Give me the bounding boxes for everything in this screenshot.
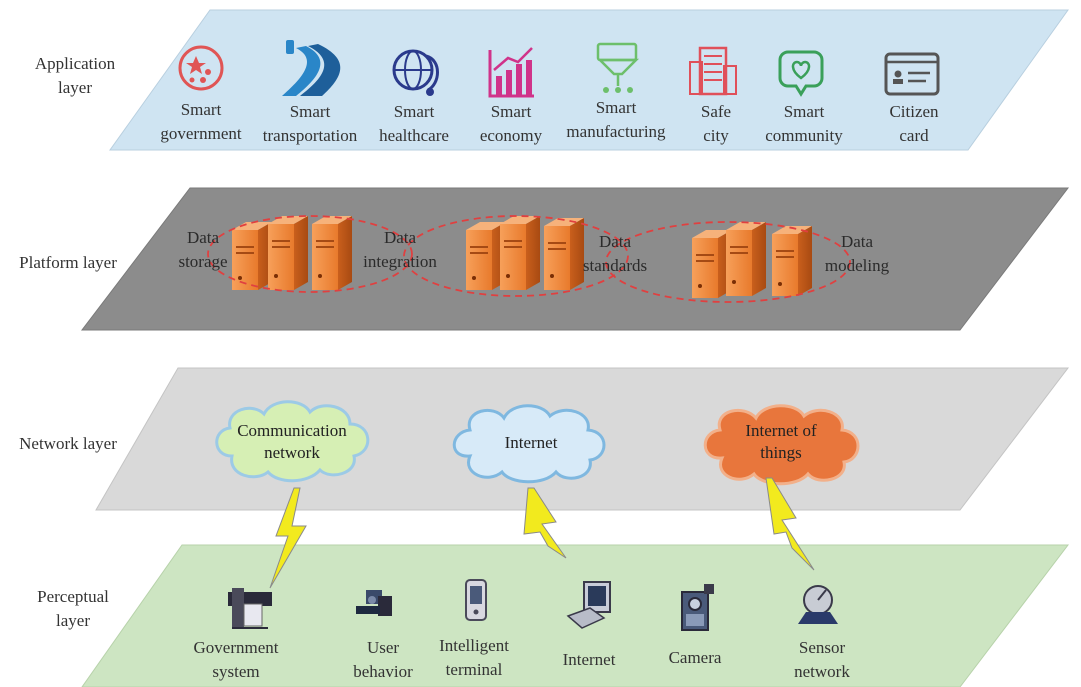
application-layer-label-line1: Application [34,54,116,73]
app-label-line2: community [765,126,843,145]
perceptual-layer-label-line2: layer [56,611,90,630]
communication-network-cloud [215,400,370,483]
city-building-icon [689,46,737,96]
healthcare-globe-icon [392,49,439,96]
cloud-label-line1: Communication [237,421,347,440]
app-label-line1: Smart [289,102,331,121]
lightning-connector-2 [523,487,567,559]
economy-chart-icon [488,47,534,98]
camera-icon [681,584,714,631]
app-smart-manufacturing: Smart manufacturing [554,96,678,144]
server-group-2 [466,216,584,290]
lightning-connector-3 [765,477,815,571]
perceptual-intelligent-terminal: Intelligent terminal [422,634,526,682]
perceptual-label-line2: system [212,662,260,681]
app-label-line2: transportation [262,126,358,145]
manufacturing-icon [596,42,640,93]
app-smart-healthcare: Smart healthcare [364,100,464,148]
perceptual-label-line1: Camera [668,648,722,667]
platform-data-integration: Data integration [352,226,448,274]
perceptual-label-line1: Sensor [798,638,846,657]
platform-label-line1: Data [840,232,874,251]
perceptual-user-behavior: User behavior [338,636,428,684]
server-group-1 [232,216,352,290]
user-workstation-icon [356,590,392,616]
community-heart-icon [778,50,824,97]
computer-icon [566,581,611,629]
platform-label-line1: Data [186,228,220,247]
platform-label-line2: standards [582,256,648,275]
perceptual-label-line1: Intelligent [439,636,509,655]
perceptual-camera: Camera [650,646,740,670]
perceptual-layer-label-line1: Perceptual [37,587,109,606]
app-citizen-card: Citizen card [872,100,956,148]
government-icon [178,45,224,91]
platform-dashed-ellipses [207,215,851,303]
platform-layer-label-text: Platform layer [19,253,117,272]
platform-data-storage: Data storage [168,226,238,274]
app-label-line1: Citizen [889,102,939,121]
network-layer-label-text: Network layer [19,434,117,453]
perceptual-label-line1: User [366,638,400,657]
platform-label-line2: storage [178,252,228,271]
server-group-3 [692,222,812,298]
network-communication-label: Communication network [212,420,372,464]
plotter-icon [228,588,272,629]
network-iot-label: Internet of things [716,420,846,464]
application-layer-label: Application layer [10,52,140,100]
app-label-line2: healthcare [379,126,449,145]
app-label-line2: government [160,124,242,143]
perceptual-label-line1: Internet [562,650,616,669]
app-label-line2: card [899,126,929,145]
satellite-dish-icon [798,585,838,624]
app-smart-community: Smart community [754,100,854,148]
perceptual-government-system: Government system [176,636,296,684]
perceptual-label-line2: terminal [445,660,503,679]
application-layer-label-line2: layer [58,78,92,97]
handheld-terminal-icon [465,579,487,621]
app-label-line1: Safe [700,102,732,121]
cloud-label-line1: Internet of [745,421,817,440]
platform-label-line1: Data [383,228,417,247]
app-label-line2: manufacturing [566,122,666,141]
app-smart-government: Smart government [146,98,256,146]
network-layer-label: Network layer [0,432,136,456]
app-safe-city: Safe city [686,100,746,148]
cloud-label-line2: things [760,443,802,462]
perceptual-sensor-network: Sensor network [772,636,872,684]
cloud-label-line2: network [264,443,320,462]
perceptual-layer-label: Perceptual layer [18,585,128,633]
platform-layer-label: Platform layer [0,251,136,275]
perceptual-label-line2: behavior [353,662,413,681]
app-label-line1: Smart [393,102,435,121]
app-smart-economy: Smart economy [466,100,556,148]
network-internet-label: Internet [466,432,596,454]
perceptual-label-line1: Government [193,638,279,657]
platform-label-line2: integration [363,252,437,271]
app-label-line1: Smart [595,98,637,117]
perceptual-internet: Internet [544,648,634,672]
app-label-line2: economy [479,126,543,145]
road-icon [282,40,341,96]
cloud-label-line1: Internet [504,433,558,452]
platform-data-modeling: Data modeling [814,230,900,278]
perceptual-label-line2: network [794,662,850,681]
platform-data-standards: Data standards [570,230,660,278]
id-card-icon [884,52,940,96]
app-smart-transportation: Smart transportation [252,100,368,148]
platform-label-line2: modeling [824,256,890,275]
app-label-line1: Smart [490,102,532,121]
platform-label-line1: Data [598,232,632,251]
internet-cloud [452,404,606,484]
application-layer-plane [109,9,1069,151]
app-label-line2: city [703,126,729,145]
lightning-connector-1 [269,487,307,589]
app-label-line1: Smart [180,100,222,119]
app-label-line1: Smart [783,102,825,121]
